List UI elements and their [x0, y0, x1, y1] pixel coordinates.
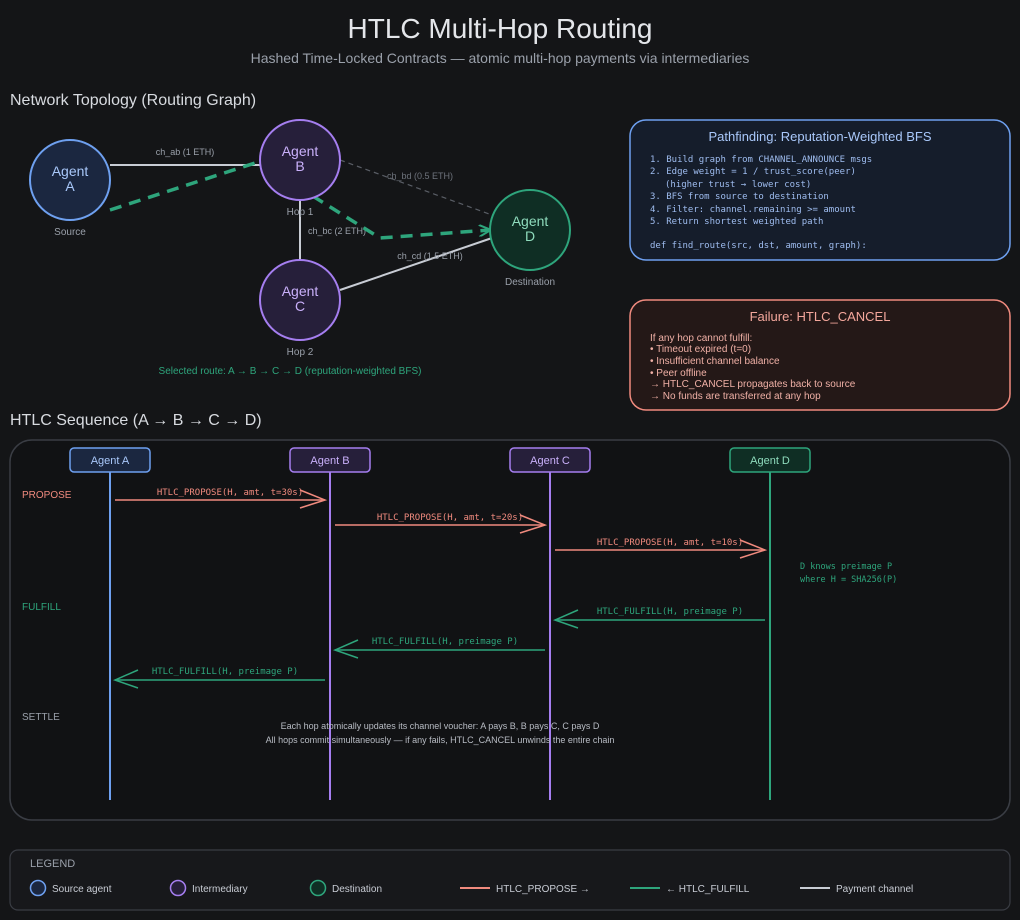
- failure-panel: Failure: HTLC_CANCEL If any hop cannot f…: [629, 299, 1011, 411]
- fulfill-label-cb: HTLC_FULFILL(H, preimage P): [372, 637, 518, 647]
- failure-line: → No funds are transferred at any hop: [650, 391, 821, 402]
- node-c-line1: Agent: [282, 283, 319, 299]
- legend: LEGEND Source agent Intermediary Destina…: [9, 849, 1011, 911]
- pathfinding-step: 1. Build graph from CHANNEL_ANNOUNCE msg…: [650, 155, 872, 165]
- selected-route-label: Selected route: A → B → C → D (reputatio…: [159, 366, 422, 377]
- phase-fulfill: FULFILL: [22, 602, 61, 613]
- pathfinding-step: 2. Edge weight = 1 / trust_score(peer): [650, 167, 856, 177]
- fulfill-label-ba: HTLC_FULFILL(H, preimage P): [152, 667, 298, 677]
- arrowhead: [739, 539, 768, 559]
- edge-label-bd: ch_bd (0.5 ETH): [387, 171, 453, 181]
- failure-line: • Peer offline: [650, 368, 707, 379]
- legend-destination: Destination: [332, 884, 382, 895]
- legend-source: Source agent: [52, 884, 112, 895]
- pathfinding-step: 3. BFS from source to destination: [650, 192, 829, 202]
- legend-propose: HTLC_PROPOSE →: [496, 884, 590, 895]
- propose-label-bc: HTLC_PROPOSE(H, amt, t=20s): [377, 513, 523, 523]
- actor-label: Agent B: [310, 455, 349, 467]
- failure-line: • Timeout expired (t=0): [650, 344, 751, 355]
- node-d-caption: Destination: [505, 277, 555, 288]
- source-swatch-icon: [29, 879, 47, 897]
- edge-label-ab: ch_ab (1 ETH): [156, 147, 215, 157]
- page-subtitle: Hashed Time-Locked Contracts — atomic mu…: [251, 50, 750, 66]
- pathfinding-step: 4. Filter: channel.remaining >= amount: [650, 205, 856, 215]
- node-b-line1: Agent: [282, 143, 319, 159]
- node-agent-d[interactable]: Agent D: [489, 189, 571, 271]
- actor-agent-d[interactable]: Agent D: [729, 447, 811, 473]
- failure-line: • Insufficient channel balance: [650, 356, 780, 367]
- node-agent-c[interactable]: Agent C: [259, 259, 341, 341]
- arrowhead: [332, 639, 359, 659]
- propose-label-ab: HTLC_PROPOSE(H, amt, t=30s): [157, 488, 303, 498]
- edge-cd: [339, 237, 493, 291]
- actor-label: Agent D: [750, 455, 790, 467]
- phase-settle: SETTLE: [22, 712, 60, 723]
- sequence-panel: [9, 439, 1011, 821]
- actor-agent-c[interactable]: Agent C: [509, 447, 591, 473]
- legend-channel: Payment channel: [836, 884, 913, 895]
- node-d-line1: Agent: [512, 213, 549, 229]
- destination-swatch-icon: [309, 879, 327, 897]
- node-a-line1: Agent: [52, 163, 89, 179]
- actor-label: Agent C: [530, 455, 570, 467]
- edge-bd: [339, 159, 493, 216]
- edge-label-cd: ch_cd (1.5 ETH): [397, 251, 463, 261]
- preimage-note: where H = SHA256(P): [800, 575, 897, 585]
- preimage-note: D knows preimage P: [800, 562, 892, 572]
- fulfill-label-dc: HTLC_FULFILL(H, preimage P): [597, 607, 743, 617]
- pathfinding-step: 5. Return shortest weighted path: [650, 217, 823, 227]
- node-c-line2: C: [295, 298, 305, 314]
- arrowhead: [519, 514, 548, 534]
- pathfinding-code: def find_route(src, dst, amount, graph):: [650, 241, 867, 251]
- failure-line: → HTLC_CANCEL propagates back to source: [650, 379, 856, 390]
- pathfinding-title: Pathfinding: Reputation-Weighted BFS: [708, 129, 931, 144]
- legend-title: LEGEND: [30, 858, 75, 870]
- arrowhead: [299, 489, 328, 509]
- actor-agent-b[interactable]: Agent B: [289, 447, 371, 473]
- arrowhead: [552, 609, 579, 629]
- node-agent-b[interactable]: Agent B: [259, 119, 341, 201]
- node-b-caption: Hop 1: [287, 207, 314, 218]
- selected-route-path: [109, 160, 490, 240]
- legend-intermediary: Intermediary: [192, 884, 248, 895]
- intermediary-swatch-icon: [169, 879, 187, 897]
- phase-propose: PROPOSE: [22, 490, 72, 501]
- topology-heading: Network Topology (Routing Graph): [10, 92, 256, 109]
- node-b-line2: B: [295, 158, 304, 174]
- pathfinding-panel: Pathfinding: Reputation-Weighted BFS 1. …: [629, 119, 1011, 261]
- actor-agent-a[interactable]: Agent A: [69, 447, 151, 473]
- sequence-heading: HTLC Sequence (A → B → C → D): [10, 412, 262, 429]
- node-c-caption: Hop 2: [287, 347, 314, 358]
- failure-title: Failure: HTLC_CANCEL: [750, 309, 891, 324]
- node-a-line2: A: [65, 178, 75, 194]
- pathfinding-step: (higher trust → lower cost): [665, 180, 811, 190]
- failure-line: If any hop cannot fulfill:: [650, 333, 752, 344]
- node-agent-a[interactable]: Agent A: [29, 139, 111, 221]
- settle-line: All hops commit simultaneously — if any …: [266, 735, 615, 745]
- settle-line: Each hop atomically updates its channel …: [281, 721, 600, 731]
- arrowhead: [112, 669, 139, 689]
- legend-fulfill: ← HTLC_FULFILL: [666, 884, 750, 895]
- actor-label: Agent A: [91, 455, 130, 467]
- node-d-line2: D: [525, 228, 535, 244]
- propose-label-cd: HTLC_PROPOSE(H, amt, t=10s): [597, 538, 743, 548]
- node-a-caption: Source: [54, 227, 86, 238]
- page-title: HTLC Multi-Hop Routing: [348, 13, 653, 44]
- edge-label-bc: ch_bc (2 ETH): [308, 226, 366, 236]
